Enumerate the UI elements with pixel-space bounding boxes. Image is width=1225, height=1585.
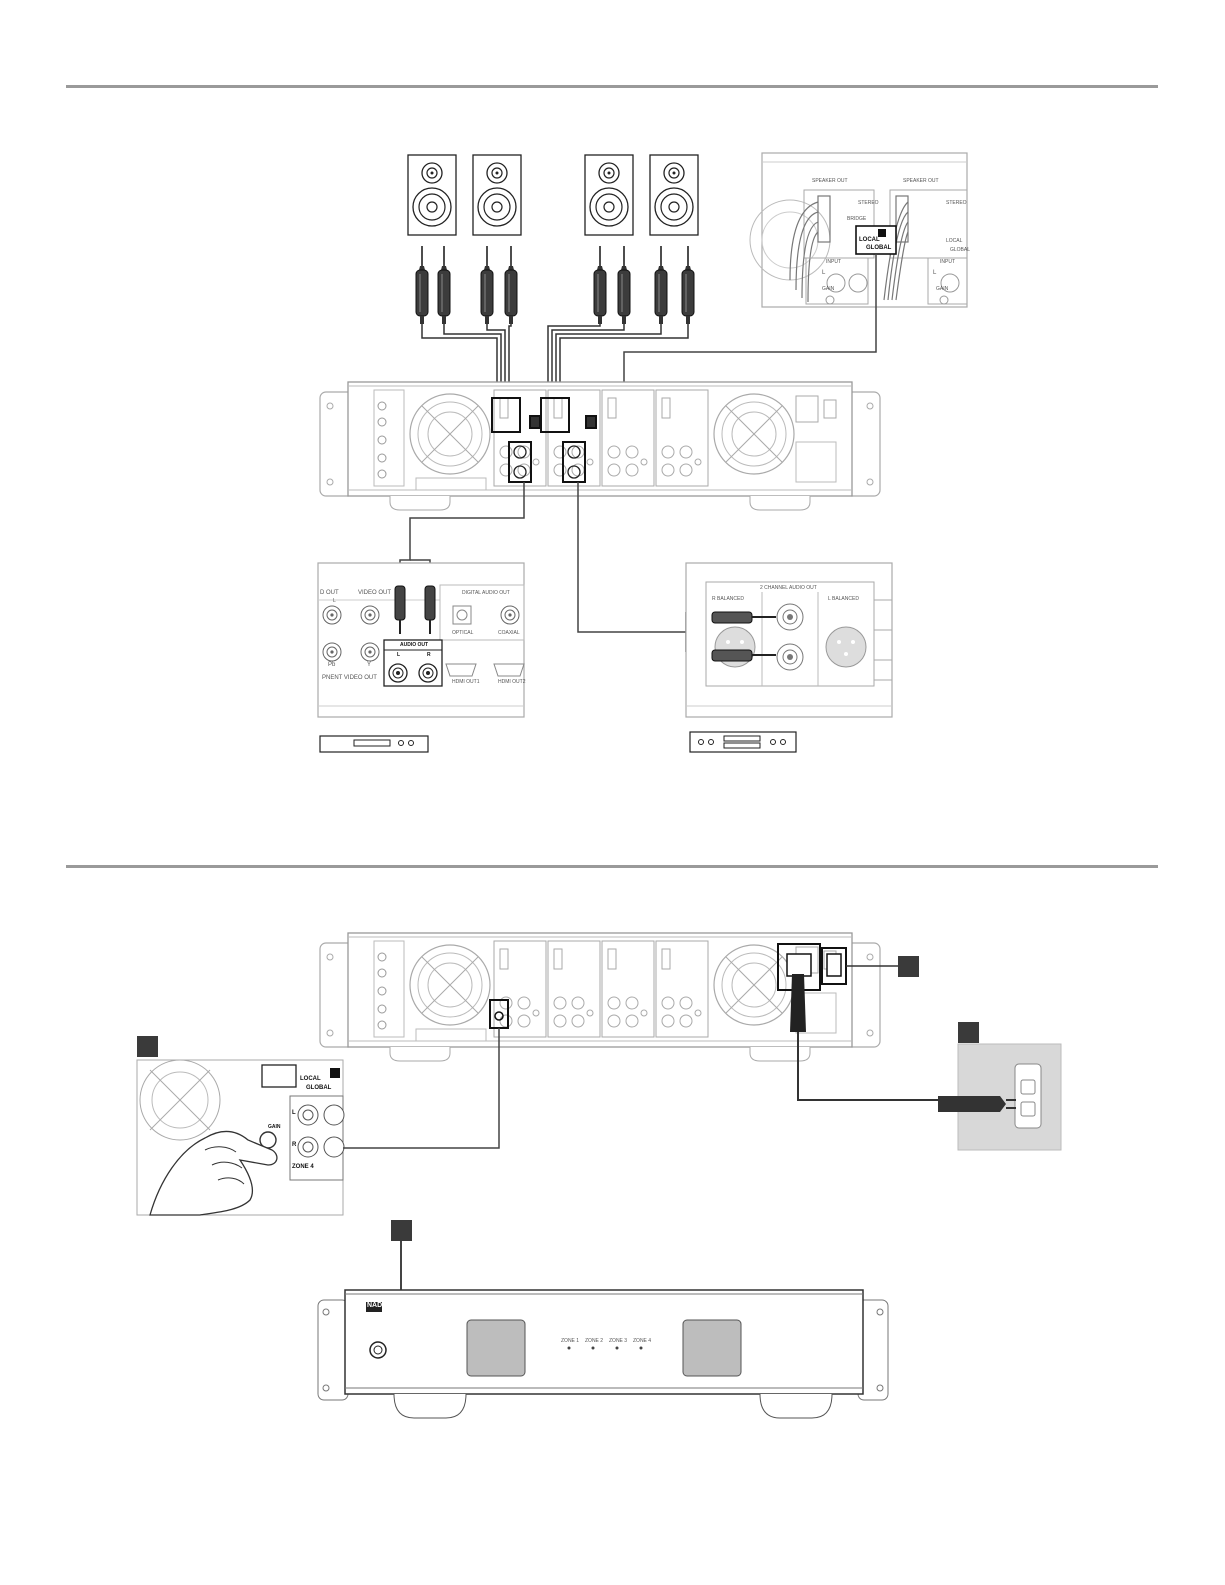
zone-indicator-leds [567,1346,643,1350]
remote-l-left: L [822,270,826,276]
front-brand-logo: NAD [367,1302,383,1309]
remote-bridge: BRIDGE [847,216,867,222]
dvd-l-top: L [333,598,336,604]
section-rule-top [66,85,1158,88]
rca-highlighted-top [513,445,581,479]
speaker-wires [421,324,689,400]
zoom-zone: ZONE 4 [292,1164,314,1170]
remote-local-side: LOCAL [946,238,963,244]
dvd-hdmi-out1: HDMI OUT1 [452,679,480,685]
remote-l-right: L [933,270,937,276]
remote-input-right: INPUT [940,259,955,265]
dvd-coaxial: COAXIAL [498,630,520,636]
zoom-r: R [292,1142,297,1148]
badge-power-switch [898,956,919,977]
dvd-audio-out: AUDIO OUT [400,642,429,648]
dvd-component-video-out: PNENT VIDEO OUT [322,675,377,681]
remote-global-label: GLOBAL [866,245,892,251]
remote-global-side: GLOBAL [950,247,971,253]
zoom-global: GLOBAL [306,1085,332,1091]
gain-detail-panel [136,1059,345,1216]
remote-input-left: INPUT [826,259,841,265]
front-zone-4: ZONE 4 [633,1338,652,1344]
dvd-audio-out-r: R [427,652,431,658]
highlight-boxes-top [491,397,597,483]
cd-r-balanced: R BALANCED [712,596,744,602]
remote-gain-right: GAIN [936,286,949,292]
zoom-l: L [292,1110,296,1116]
local-global-detail-panel [749,152,968,308]
dvd-hdmi-out2: HDMI OUT2 [498,679,526,685]
cd-l-balanced: L BALANCED [828,596,859,602]
wall-outlet-panel [938,1043,1062,1151]
speaker-group-left [407,154,522,236]
badge-gain [137,1036,158,1057]
remote-local-label: LOCAL [859,237,880,243]
front-zone-1: ZONE 1 [561,1338,580,1344]
remote-gain-left: GAIN [822,286,835,292]
dvd-pb: Pb [328,662,336,668]
cd-player-icon [689,731,797,753]
dvd-digital-audio-out: DIGITAL AUDIO OUT [462,590,510,596]
dvd-audio-out-partial: D OUT [320,590,339,596]
remote-stereo-right: STEREO [946,200,967,206]
gain-link-line [343,1028,500,1149]
badge-front-power [391,1220,412,1241]
front-zone-2: ZONE 2 [585,1338,604,1344]
zoom-local: LOCAL [300,1076,321,1082]
dvd-video-out: VIDEO OUT [358,590,392,596]
speaker-plugs [415,245,695,325]
local-global-link-line [623,254,877,410]
power-cord [790,974,940,1101]
cd-two-channel-audio-out: 2 CHANNEL AUDIO OUT [760,585,817,591]
dvd-y: Y [367,662,372,668]
dvd-optical: OPTICAL [452,630,474,636]
cd-player-rear-panel [685,562,893,718]
remote-stereo-left: STEREO [858,200,879,206]
zoom-gain: GAIN [268,1124,281,1130]
speaker-group-right [584,154,699,236]
remote-speaker-out-right: SPEAKER OUT [903,178,939,184]
badge-outlet [958,1022,979,1043]
dvd-player-icon [319,735,429,753]
amplifier-rear-panel-top [319,381,881,511]
dvd-audio-out-l: L [397,652,401,658]
section-rule-bottom [66,865,1158,868]
front-zone-3: ZONE 3 [609,1338,628,1344]
remote-speaker-out-left: SPEAKER OUT [812,178,848,184]
amplifier-front-panel [317,1289,889,1419]
dvd-player-rear-panel [317,562,525,718]
